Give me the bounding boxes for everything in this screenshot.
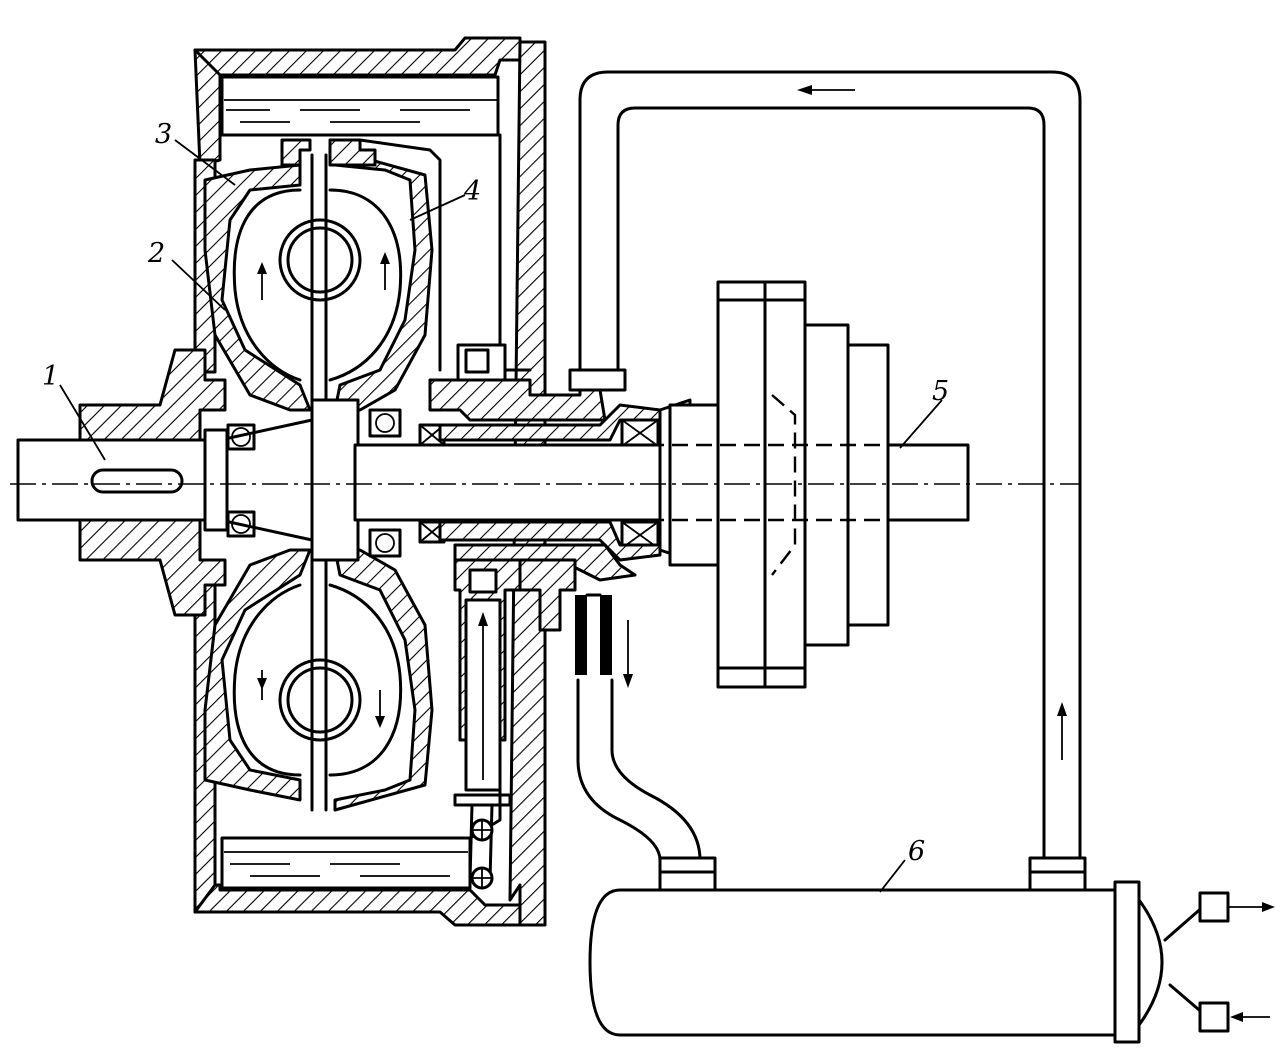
upper-reservoir: [220, 75, 500, 137]
input-hub: [78, 348, 227, 617]
cooler-body: [588, 888, 1117, 1037]
hub-cone: [218, 418, 314, 542]
cooler-inlet-right: [1028, 856, 1087, 892]
housing-top: [193, 36, 522, 77]
bearing-mid-top: [368, 408, 402, 438]
flow-arrows-torus: [257, 252, 390, 728]
shaft-collar: [668, 403, 722, 567]
pulley-hidden-outline: [771, 394, 797, 576]
cooler-end-cap: [1137, 898, 1164, 1027]
callout-4: 4: [463, 176, 481, 207]
torus-core-upper-outer: [278, 218, 362, 302]
turbine-bowl-upper: [328, 188, 403, 382]
torus-core-lower-outer: [278, 658, 362, 742]
input-flange-upper: [78, 348, 227, 442]
upper-oil-surface: [224, 99, 498, 123]
lower-oil-surface: [224, 851, 468, 877]
bearing-left-bottom: [226, 510, 256, 538]
return-pipe-outer: [578, 70, 1082, 862]
input-flange-lower: [78, 518, 227, 617]
impeller-pump: [203, 163, 312, 802]
bearing-left-top: [226, 423, 256, 451]
callout-5: 5: [932, 376, 949, 407]
pulley-hub-a: [803, 323, 850, 647]
callout-6: 6: [908, 836, 925, 867]
callout-3: 3: [155, 119, 172, 150]
cooler-tank: [588, 856, 1275, 1044]
turbine-bowl-lower: [328, 583, 403, 777]
top-seal: [280, 138, 442, 372]
drain-pipe-inner: [610, 678, 702, 862]
wheel-gap: [310, 153, 328, 812]
callout-labels: 1 2 3 4 5 6: [42, 119, 949, 867]
drain-pipe-outer: [576, 678, 662, 862]
lower-reservoir: [220, 836, 472, 890]
pump-shell-lower: [203, 548, 312, 802]
return-pipe-inner: [616, 106, 1046, 862]
output-sleeve: [428, 378, 662, 582]
torus-core-upper-inner: [286, 226, 354, 294]
cooler-flange: [1113, 880, 1141, 1044]
turbine-shell-lower: [333, 548, 434, 812]
input-shaft: [16, 438, 212, 522]
pump-bowl-upper: [232, 188, 302, 382]
shaft-keyway: [90, 468, 184, 494]
drain-pipe: [576, 620, 702, 862]
hub-disc: [310, 398, 360, 562]
torus-core-lower-inner: [286, 666, 354, 734]
callout-2: 2: [147, 238, 165, 269]
pump-bowl-lower: [232, 583, 302, 777]
leader-lines: [59, 139, 943, 893]
bearing-right-top: [620, 418, 660, 448]
torus-cores: [278, 218, 362, 742]
pulley-hub-b: [846, 343, 890, 627]
pump-shell-upper: [203, 163, 312, 412]
return-pipe: [568, 70, 1082, 862]
cooler-inlet-left: [658, 856, 717, 892]
bearing-mid-bottom: [368, 528, 402, 558]
housing-bottom: [193, 883, 522, 927]
callout-1: 1: [42, 361, 59, 392]
lower-seal-block: [518, 558, 612, 675]
sleeve-lower: [438, 520, 662, 562]
scoop-tube-assembly: [453, 343, 522, 890]
